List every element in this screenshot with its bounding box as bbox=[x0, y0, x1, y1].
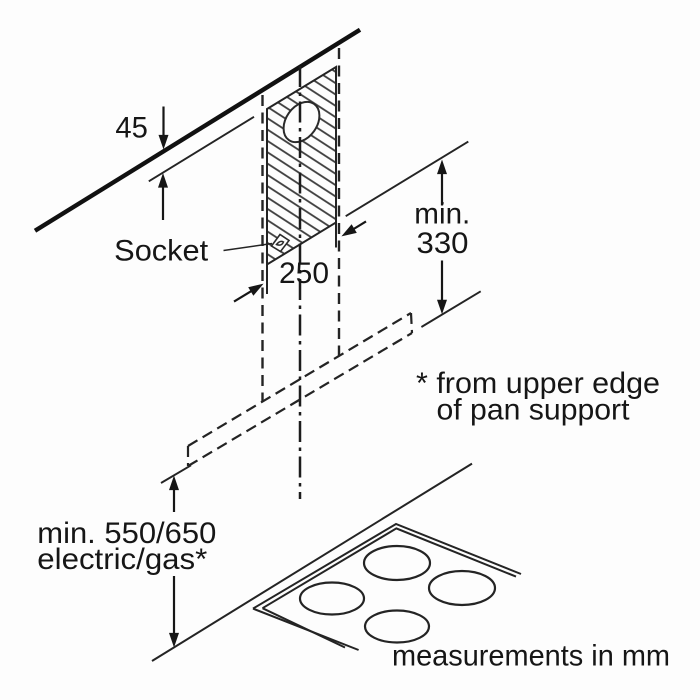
svg-text:measurements in mm: measurements in mm bbox=[392, 640, 670, 673]
svg-text:* from upper edge: * from upper edge bbox=[416, 367, 660, 400]
svg-text:330: 330 bbox=[417, 227, 469, 260]
svg-text:min.: min. bbox=[414, 198, 470, 231]
svg-text:45: 45 bbox=[115, 112, 147, 145]
svg-text:electric/gas*: electric/gas* bbox=[37, 543, 207, 576]
svg-text:of pan support: of pan support bbox=[437, 394, 631, 427]
svg-text:250: 250 bbox=[279, 257, 329, 290]
svg-text:min. 550/650: min. 550/650 bbox=[37, 517, 216, 550]
svg-text:Socket: Socket bbox=[114, 235, 209, 268]
